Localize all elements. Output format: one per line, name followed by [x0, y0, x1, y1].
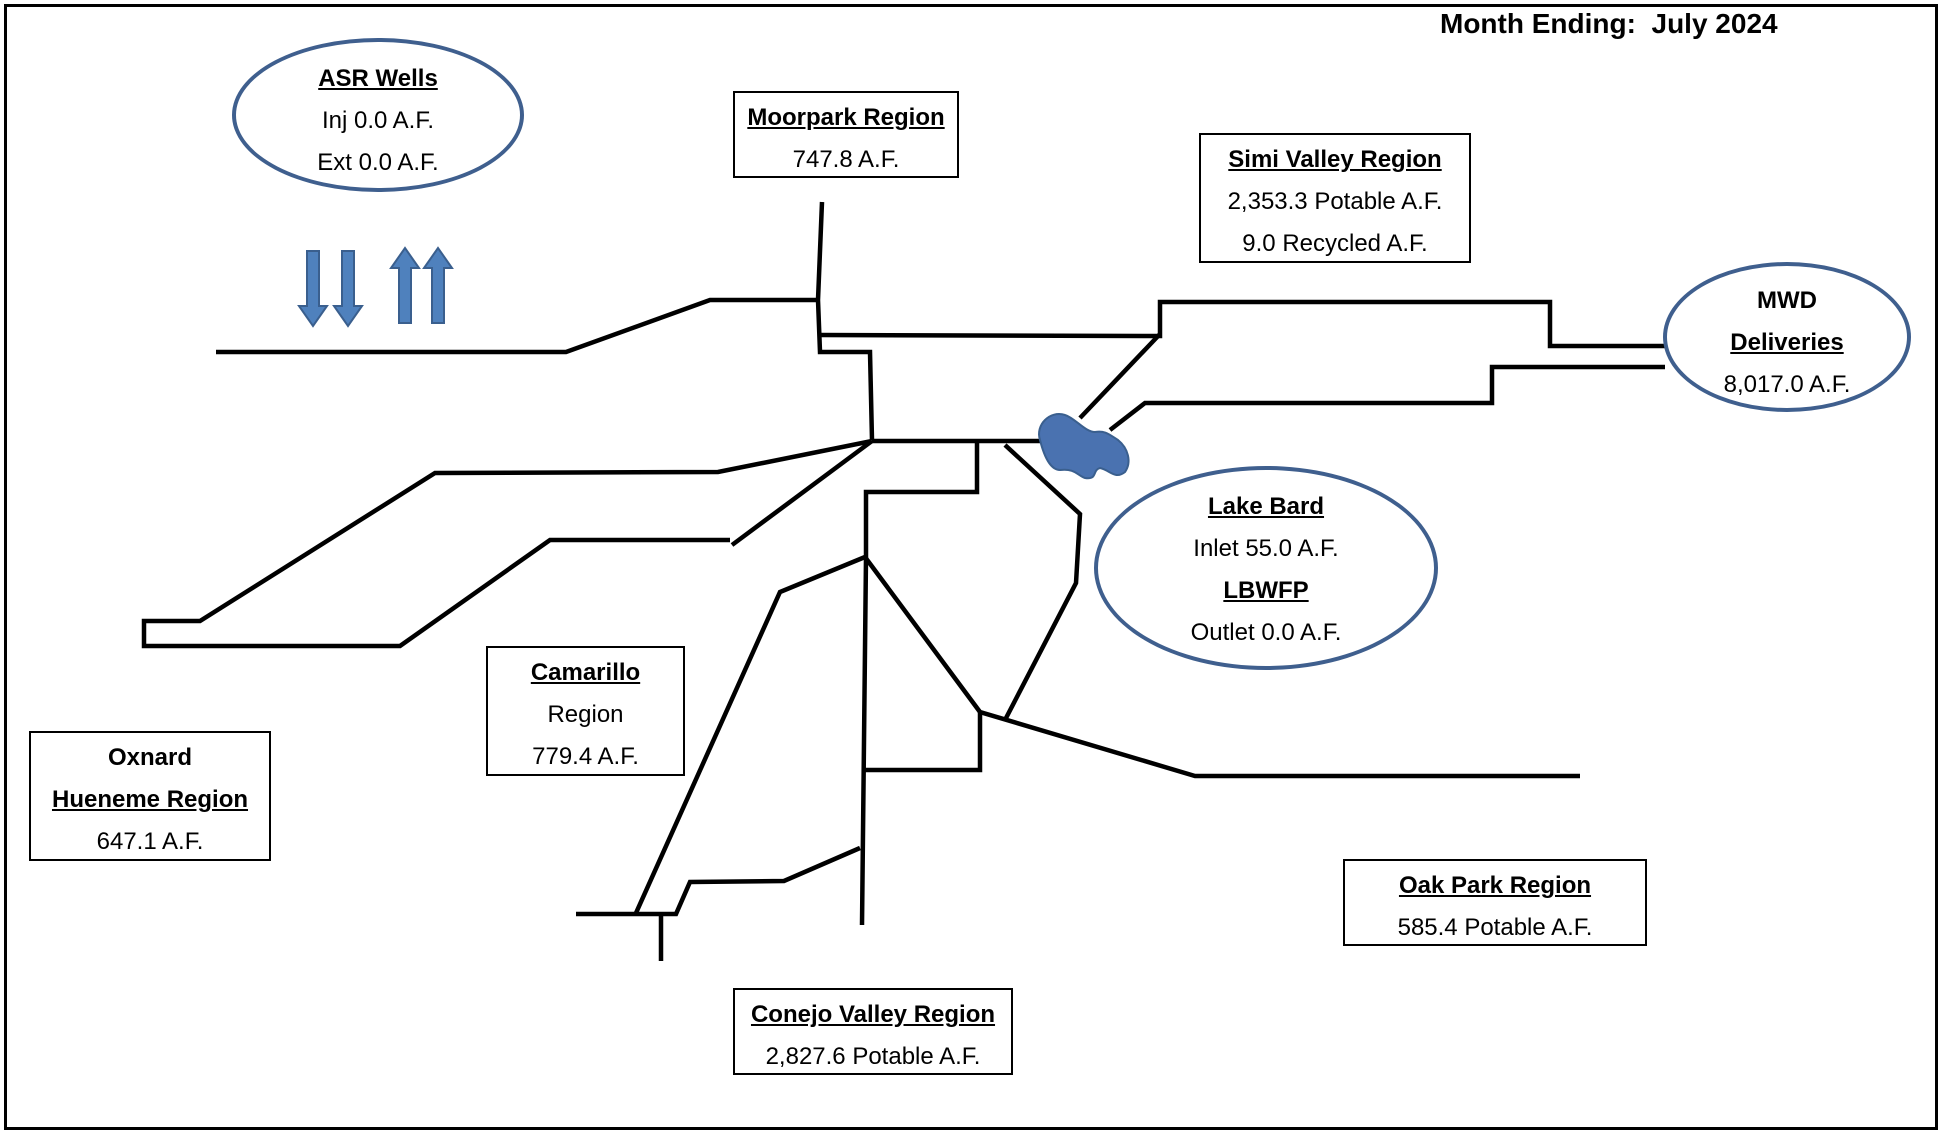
- down-arrow-icon: [332, 250, 364, 328]
- camarillo-value: 779.4 A.F.: [532, 743, 639, 770]
- moorpark-region-box: Moorpark Region 747.8 A.F.: [733, 91, 959, 178]
- asr-ext: Ext 0.0 A.F.: [317, 149, 439, 176]
- lake-shape-icon: [1038, 413, 1130, 480]
- simi-valley-region-box: Simi Valley Region 2,353.3 Potable A.F. …: [1199, 133, 1471, 263]
- mwd-line1: MWD: [1757, 287, 1817, 314]
- pipeline-conejo-west: [633, 554, 866, 914]
- camarillo-title: Camarillo: [530, 659, 641, 686]
- report-header: Month Ending: July 2024: [1440, 8, 1840, 40]
- oak-park-region-box: Oak Park Region 585.4 Potable A.F.: [1343, 859, 1647, 946]
- month-ending-label: Month Ending:: [1440, 8, 1636, 39]
- asr-wells-node: ASR Wells Inj 0.0 A.F. Ext 0.0 A.F.: [232, 38, 524, 192]
- simi-potable: 2,353.3 Potable A.F.: [1227, 188, 1443, 215]
- lake-bard-title: Lake Bard: [1207, 493, 1325, 520]
- conejo-value: 2,827.6 Potable A.F.: [765, 1043, 981, 1070]
- lake-bard-node: Lake Bard Inlet 55.0 A.F. LBWFP Outlet 0…: [1094, 466, 1438, 670]
- pipeline-oxnard-diagonal: [730, 439, 874, 547]
- lake-bard-outlet: Outlet 0.0 A.F.: [1190, 619, 1342, 646]
- asr-inj: Inj 0.0 A.F.: [321, 107, 435, 134]
- pipeline-oxnard-upper: [141, 438, 873, 649]
- simi-recycled: 9.0 Recycled A.F.: [1242, 230, 1428, 257]
- lake-bard-plant: LBWFP: [1223, 577, 1309, 604]
- pipeline-southwest: [576, 845, 861, 917]
- pipeline-lake-loop: [1003, 443, 1083, 722]
- oxnard-hueneme-region-box: Oxnard Hueneme Region 647.1 A.F.: [29, 731, 271, 861]
- asr-title: ASR Wells: [318, 65, 438, 92]
- pipeline-asr: [216, 297, 820, 355]
- down-arrow-icon: [297, 250, 329, 328]
- oak-park-title: Oak Park Region: [1398, 872, 1592, 899]
- oak-park-value: 585.4 Potable A.F.: [1397, 914, 1593, 941]
- pipeline-moorpark-trunk: [815, 201, 875, 441]
- up-arrow-icon: [389, 246, 421, 324]
- mwd-deliveries-node: MWD Deliveries 8,017.0 A.F.: [1663, 262, 1911, 412]
- moorpark-value: 747.8 A.F.: [792, 146, 900, 173]
- lake-bard-inlet: Inlet 55.0 A.F.: [1193, 535, 1339, 562]
- oxnard-value: 647.1 A.F.: [96, 828, 204, 855]
- moorpark-title: Moorpark Region: [747, 104, 945, 131]
- oxnard-line1: Oxnard: [107, 744, 193, 771]
- camarillo-line2: Region: [547, 701, 624, 728]
- diagram-frame: [4, 4, 1938, 1130]
- mwd-value: 8,017.0 A.F.: [1723, 371, 1851, 398]
- pipeline-mwd-lower: [1108, 364, 1665, 432]
- up-arrow-icon: [422, 246, 454, 324]
- pipeline-conejo-diagonal: [863, 555, 1580, 779]
- pipeline-center-down: [859, 441, 980, 926]
- pipeline-simi-link: [819, 299, 1665, 349]
- pipeline-lake-diagonal: [1078, 332, 1162, 420]
- pipeline-connector: [862, 712, 983, 773]
- oxnard-line2: Hueneme Region: [51, 786, 249, 813]
- simi-title: Simi Valley Region: [1228, 146, 1442, 173]
- mwd-line2: Deliveries: [1730, 329, 1844, 356]
- conejo-title: Conejo Valley Region: [750, 1001, 996, 1028]
- month-ending-value: July 2024: [1651, 8, 1778, 39]
- conejo-valley-region-box: Conejo Valley Region 2,827.6 Potable A.F…: [733, 988, 1013, 1075]
- camarillo-region-box: Camarillo Region 779.4 A.F.: [486, 646, 685, 776]
